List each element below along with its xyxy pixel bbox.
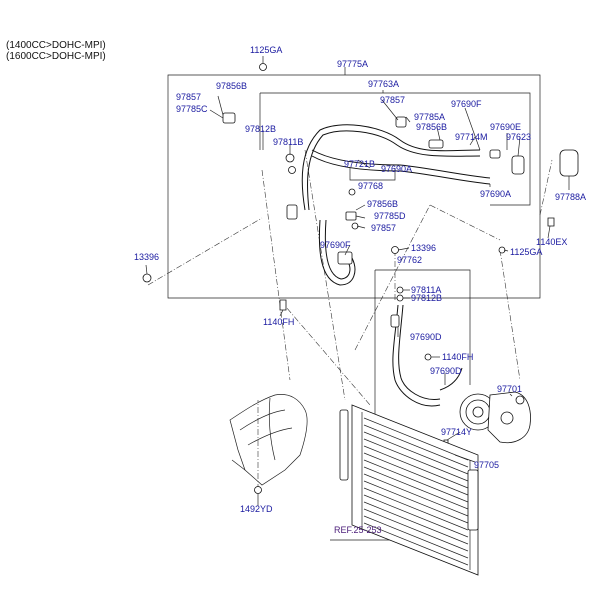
label-97763a: 97763A: [368, 79, 399, 89]
label-97721b: 97721B: [344, 159, 375, 169]
condenser-fin: [363, 473, 469, 517]
label-97812b-b: 97812B: [411, 293, 442, 303]
label-97856b-a: 97856B: [216, 81, 247, 91]
label-97690e: 97690E: [490, 122, 521, 132]
center-lines: [147, 149, 553, 490]
condenser-fin: [363, 466, 469, 510]
label-97811b: 97811B: [273, 137, 303, 147]
label-97785d: 97785D: [374, 211, 406, 221]
label-1140fh-a: 1140FH: [263, 317, 294, 327]
condenser-fin: [363, 494, 469, 538]
compressor: [459, 391, 531, 444]
condenser-fin: [363, 417, 469, 461]
label-97714y: 97714Y: [441, 427, 472, 437]
condenser-fin: [363, 431, 469, 475]
label-97705: 97705: [474, 460, 499, 470]
label-97623: 97623: [506, 132, 531, 142]
label-ref-25-253: REF.25-253: [334, 525, 382, 535]
part-labels: 1125GA 97775A 97856B 97763A 97857 97785C…: [134, 45, 586, 535]
label-97690d-b: 97690D: [430, 366, 462, 376]
label-97690f-top: 97690F: [451, 99, 482, 109]
label-97714m: 97714M: [455, 132, 488, 142]
label-97785a: 97785A: [414, 112, 445, 122]
label-97690a-b: 97690A: [480, 189, 511, 199]
label-97857-a: 97857: [176, 92, 201, 102]
label-97856b-b: 97856B: [416, 122, 447, 132]
label-97762: 97762: [397, 255, 422, 265]
label-1125ga-top: 1125GA: [250, 45, 282, 55]
label-97690f-b: 97690F: [320, 240, 351, 250]
label-1140ex: 1140EX: [536, 237, 567, 247]
engine-variant-line-1: (1400CC>DOHC-MPI): [6, 40, 106, 51]
label-97690d-a: 97690D: [410, 332, 442, 342]
label-97775a: 97775A: [337, 59, 368, 69]
condenser-fin: [363, 515, 469, 559]
label-97811a: 97811A: [411, 285, 441, 295]
hoses: [301, 124, 491, 407]
condenser-fin: [363, 522, 469, 566]
condenser-fin: [363, 480, 469, 524]
condenser-fin: [363, 508, 469, 552]
group-boxes: [167, 74, 541, 420]
condenser-fin: [363, 445, 469, 489]
label-97768: 97768: [358, 181, 383, 191]
label-97690a-a: 97690A: [381, 164, 412, 174]
condenser-fin: [363, 424, 469, 468]
label-97788a: 97788A: [555, 192, 586, 202]
label-97812b-a: 97812B: [245, 124, 276, 134]
condenser-fin: [363, 452, 469, 496]
condenser-fin: [363, 459, 469, 503]
label-97857-b: 97857: [380, 95, 405, 105]
condenser-fin: [363, 487, 469, 531]
label-1125ga-right: 1125GA: [510, 247, 542, 257]
condenser: [339, 404, 479, 576]
engine-variant-line-2: (1600CC>DOHC-MPI): [6, 51, 106, 62]
label-97701: 97701: [497, 384, 522, 394]
condenser-fin: [363, 501, 469, 545]
condenser-fin: [363, 438, 469, 482]
label-97785c: 97785C: [176, 104, 208, 114]
label-1492yd: 1492YD: [240, 504, 273, 514]
label-97856b-c: 97856B: [367, 199, 398, 209]
body-panel: [229, 394, 308, 486]
label-1140fh-b: 1140FH: [442, 352, 473, 362]
label-97857-c: 97857: [371, 223, 396, 233]
leader-lines: [145, 56, 570, 541]
label-13396-left: 13396: [134, 252, 159, 262]
label-13396-mid: 13396: [411, 243, 436, 253]
